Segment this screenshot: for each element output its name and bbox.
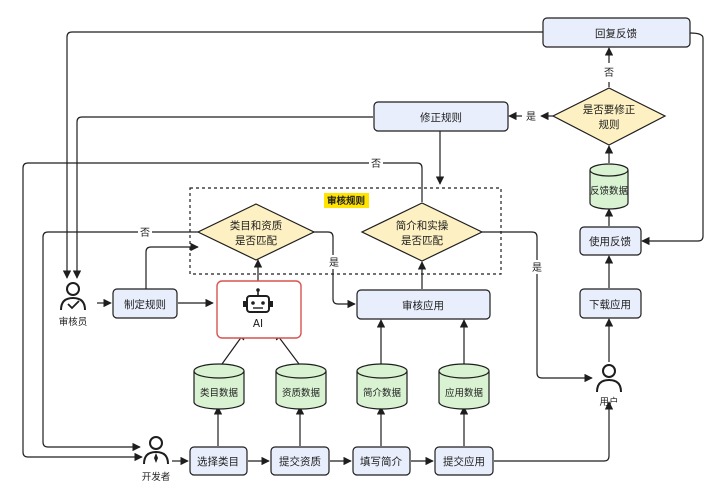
- reply-feedback-label: 回复反馈: [595, 27, 637, 40]
- qualification-data-label: 资质数据: [282, 387, 321, 399]
- edge-label-yes-right: 是: [532, 262, 542, 274]
- edge-match-intro-no-loop: [22, 162, 423, 462]
- submit-app-box: 提交应用: [434, 446, 494, 476]
- match-intro-decision: 简介和实操 是否匹配: [360, 202, 484, 262]
- ai-label: AI: [253, 318, 263, 330]
- edge-use-feedback-reply: [641, 32, 704, 246]
- category-data-db: 类目数据: [193, 363, 245, 410]
- edge-label-no-mid: 否: [604, 67, 614, 79]
- fill-intro-box: 填写简介: [352, 446, 411, 476]
- user-icon: [596, 364, 622, 393]
- edge-match-category-no-loop: [42, 231, 198, 452]
- reviewer-label: 审核员: [59, 316, 88, 328]
- edge-make-rules-match: [145, 242, 199, 289]
- app-data-label: 应用数据: [445, 387, 484, 399]
- match-category-line2: 是否匹配: [235, 235, 277, 247]
- edge-label-no-left: 否: [140, 227, 150, 239]
- need-fix-decision: 是否要修正 规则: [551, 87, 667, 146]
- ai-node: AI: [216, 280, 302, 339]
- make-rules-label: 制定规则: [124, 298, 166, 311]
- decisions: 是否要修正 规则 类目和资质 是否匹配 简介和实操 是否匹配: [196, 87, 667, 262]
- select-category-label: 选择类目: [197, 455, 239, 468]
- edge-reply-reviewer: [62, 31, 543, 279]
- developer-icon: [143, 436, 169, 465]
- intro-data-label: 简介数据: [363, 387, 402, 399]
- match-intro-line2: 是否匹配: [401, 235, 443, 247]
- qualification-data-db: 资质数据: [275, 363, 327, 410]
- edge-labels: 否 是 否 否 是 是: [138, 67, 614, 274]
- edge-match-intro-user: [482, 231, 593, 383]
- boxes: 回复反馈 修正规则 使用反馈 下载应用 制定规则 审核应用 选择类目 提交资质: [112, 17, 691, 476]
- review-app-box: 审核应用: [356, 289, 491, 320]
- select-category-box: 选择类目: [189, 446, 248, 476]
- review-rules-title: 审核规则: [327, 195, 365, 207]
- download-app-box: 下载应用: [579, 288, 642, 319]
- review-app-label: 审核应用: [402, 299, 444, 312]
- use-feedback-label: 使用反馈: [589, 235, 631, 248]
- fill-intro-label: 填写简介: [360, 455, 402, 468]
- databases: 反馈数据 类目数据 资质数据 简介数据 应用数据: [193, 163, 629, 410]
- fix-rules-label: 修正规则: [420, 111, 462, 124]
- use-feedback-box: 使用反馈: [579, 226, 642, 256]
- developer-actor: 开发者: [142, 436, 171, 483]
- edges: [22, 31, 704, 466]
- submit-qualification-box: 提交资质: [270, 446, 330, 476]
- feedback-data-label: 反馈数据: [590, 185, 629, 197]
- user-label: 用户: [599, 396, 618, 408]
- fix-rules-box: 修正规则: [373, 101, 509, 132]
- feedback-data-db: 反馈数据: [589, 163, 629, 210]
- match-intro-line1: 简介和实操: [396, 219, 449, 232]
- intro-data-db: 简介数据: [356, 363, 408, 410]
- submit-app-label: 提交应用: [443, 455, 485, 468]
- match-category-line1: 类目和资质: [230, 219, 283, 232]
- robot-icon: [243, 288, 273, 313]
- reviewer-actor: 审核员: [59, 282, 88, 328]
- edge-label-yes-fix: 是: [526, 111, 536, 123]
- app-data-db: 应用数据: [438, 363, 490, 410]
- developer-label: 开发者: [142, 471, 171, 483]
- submit-qualification-label: 提交资质: [279, 455, 321, 468]
- need-fix-line1: 是否要修正: [583, 103, 636, 116]
- edge-submit-user: [494, 401, 614, 462]
- reviewer-icon: [60, 282, 86, 311]
- edge-label-yes-left: 是: [329, 257, 339, 269]
- category-data-label: 类目数据: [200, 387, 239, 399]
- make-rules-box: 制定规则: [112, 288, 178, 319]
- edge-fix-rules-reviewer: [72, 116, 373, 279]
- need-fix-line2: 规则: [599, 118, 620, 131]
- reply-feedback-box: 回复反馈: [542, 17, 691, 48]
- user-actor: 用户: [596, 364, 622, 408]
- download-app-label: 下载应用: [589, 298, 631, 311]
- match-category-decision: 类目和资质 是否匹配: [196, 203, 316, 261]
- edge-label-no-top: 否: [371, 158, 381, 170]
- review-rules-frame: 审核规则: [189, 187, 502, 275]
